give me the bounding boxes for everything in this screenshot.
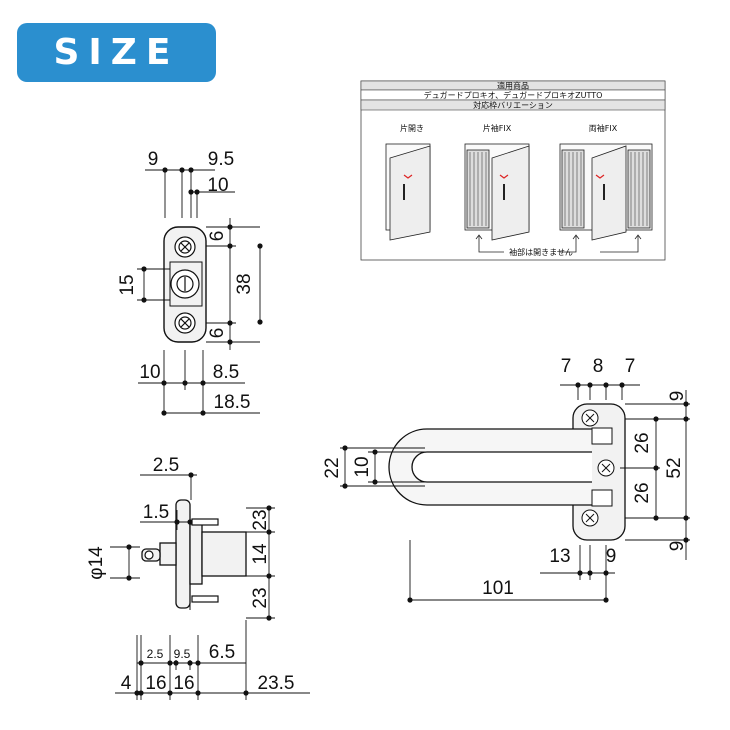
dim-arm-22: 22: [322, 457, 343, 478]
dim-bottom-10: 10: [139, 362, 160, 383]
dim-arm-9-top: 9: [667, 391, 688, 402]
dim-side-2-5: 2.5: [153, 455, 179, 476]
door-double-side-fix-illustration: [559, 143, 653, 241]
arm-view: 7 8 7 9 26 52 26 9 2: [322, 356, 690, 603]
dim-bottom-18-5: 18.5: [214, 392, 251, 413]
dim-top-9: 9: [148, 149, 159, 170]
dim-right-6-bot: 6: [207, 328, 228, 339]
dim-top-9-5: 9.5: [208, 149, 234, 170]
dim-side-b-4: 4: [121, 673, 132, 694]
dim-side-b-9-5: 9.5: [174, 647, 191, 661]
frame-variation-table: 適用商品 デュガードプロキオ、デュガードプロキオZUTTO 対応枠バリエーション…: [360, 81, 666, 261]
dim-side-1-5: 1.5: [143, 502, 169, 523]
dim-side-b-2-5: 2.5: [147, 647, 164, 661]
dim-right-38: 38: [234, 273, 255, 294]
dim-bottom-8-5: 8.5: [213, 362, 239, 383]
dim-arm-7b: 7: [625, 356, 636, 377]
dim-arm-8: 8: [593, 356, 604, 377]
dim-side-23-top: 23: [250, 509, 271, 530]
dim-side-b-6-5: 6.5: [209, 642, 235, 663]
col-double-side-fix: 両袖FIX: [589, 123, 618, 133]
table-product-names: デュガードプロキオ、デュガードプロキオZUTTO: [424, 90, 603, 100]
side-view: 2.5 1.5 φ14 23 14 23 2.5 9.5 6.5 4 16 16…: [86, 455, 310, 700]
table-note: 袖部は開きません: [509, 247, 573, 257]
dim-left-15: 15: [117, 274, 138, 295]
table-header-products: 適用商品: [497, 81, 529, 91]
size-badge: SIZE: [17, 23, 216, 82]
door-single-illustration: [385, 143, 431, 241]
dim-top-10: 10: [207, 175, 228, 196]
dim-side-phi14: φ14: [86, 546, 107, 580]
dim-arm-26b: 26: [632, 482, 653, 503]
dim-side-b-16b: 16: [173, 673, 194, 694]
door-single-side-fix-illustration: [464, 143, 530, 241]
col-single-door: 片開き: [400, 123, 424, 133]
dim-side-b-23-5: 23.5: [258, 673, 295, 694]
dim-right-6-top: 6: [207, 231, 228, 242]
dim-arm-13: 13: [549, 546, 570, 567]
note-arrows: [475, 234, 642, 253]
dim-arm-9-b: 9: [606, 546, 617, 567]
dim-arm-10: 10: [352, 456, 373, 477]
dim-side-23-bot: 23: [250, 587, 271, 608]
dim-arm-52: 52: [664, 457, 685, 478]
col-single-side-fix: 片袖FIX: [483, 123, 512, 133]
table-header-variations: 対応枠バリエーション: [473, 100, 553, 110]
dim-side-b-16a: 16: [145, 673, 166, 694]
front-view: 9 9.5 10 6 38 6 15: [117, 149, 263, 416]
dim-arm-101: 101: [482, 578, 514, 599]
dim-arm-26a: 26: [632, 432, 653, 453]
dim-arm-7a: 7: [561, 356, 572, 377]
dim-side-14: 14: [250, 543, 271, 565]
dim-arm-9-bot: 9: [667, 541, 688, 552]
